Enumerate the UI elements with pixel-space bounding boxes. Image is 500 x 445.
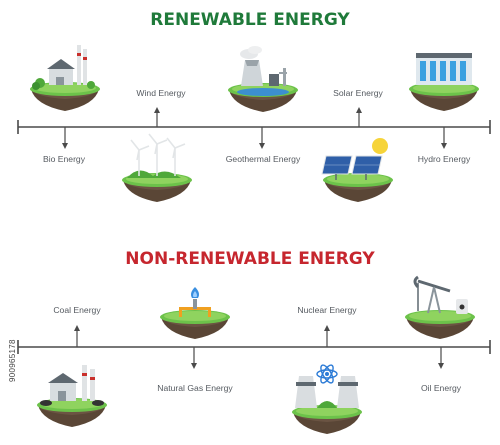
bio-energy-label: Bio Energy xyxy=(43,154,86,164)
solar-energy-label: Solar Energy xyxy=(333,88,383,98)
wind-energy-label: Wind Energy xyxy=(136,88,186,98)
nuclear-plant-icon xyxy=(292,364,362,434)
gas-burner-icon xyxy=(160,287,230,339)
oil-pumpjack-icon xyxy=(405,275,475,339)
hydro-energy-label: Hydro Energy xyxy=(418,154,471,164)
oil-energy-label: Oil Energy xyxy=(421,383,462,393)
coal-energy-label: Coal Energy xyxy=(53,305,101,315)
natural-gas-energy-label: Natural Gas Energy xyxy=(157,383,233,393)
coal-plant-icon xyxy=(37,365,107,427)
geothermal-plant-icon xyxy=(228,46,298,112)
renewable-title: RENEWABLE ENERGY xyxy=(150,10,350,30)
solar-panels-icon xyxy=(321,138,393,202)
wind-turbines-icon xyxy=(122,133,192,202)
side-id-label: 900965178 xyxy=(8,339,17,382)
biomass-plant-icon xyxy=(30,45,100,111)
nuclear-energy-label: Nuclear Energy xyxy=(297,305,357,315)
hydro-dam-icon xyxy=(409,53,479,111)
nonrenewable-title: NON-RENEWABLE ENERGY xyxy=(125,249,375,269)
geothermal-energy-label: Geothermal Energy xyxy=(226,154,301,164)
